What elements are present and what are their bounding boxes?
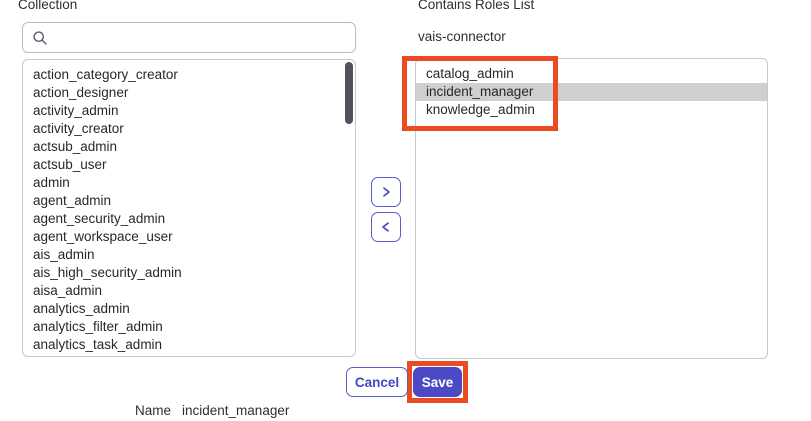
collection-search-box bbox=[22, 22, 356, 53]
collection-role-item[interactable]: agent_security_admin bbox=[33, 210, 166, 226]
contained-role-item[interactable]: catalog_admin bbox=[426, 66, 514, 81]
name-label: Name bbox=[135, 403, 172, 418]
chevron-right-icon bbox=[383, 187, 390, 197]
collection-role-item[interactable]: activity_creator bbox=[33, 120, 124, 136]
group-name-text: vais-connector bbox=[418, 29, 506, 44]
collection-search-input[interactable] bbox=[48, 23, 355, 52]
collection-role-item[interactable]: actsub_admin bbox=[33, 138, 118, 154]
move-left-button[interactable] bbox=[371, 212, 401, 242]
collection-role-item[interactable]: analytics_viewer bbox=[23, 354, 355, 357]
collection-role-item[interactable]: ais_admin bbox=[33, 246, 95, 262]
contained-role-item[interactable]: incident_manager bbox=[416, 83, 767, 101]
contained-role-item[interactable]: knowledge_admin bbox=[426, 102, 535, 117]
save-button[interactable]: Save bbox=[413, 367, 462, 397]
collection-role-item[interactable]: action_category_creator bbox=[33, 66, 178, 82]
collection-role-item[interactable]: analytics_admin bbox=[33, 300, 130, 316]
collection-role-item[interactable]: agent_admin bbox=[33, 192, 112, 208]
collection-role-item[interactable]: analytics_task_admin bbox=[33, 336, 163, 352]
contains-roles-label: Contains Roles List bbox=[418, 0, 535, 12]
collection-role-item[interactable]: activity_admin bbox=[33, 102, 119, 118]
search-icon bbox=[33, 30, 47, 45]
collection-role-item[interactable]: actsub_user bbox=[33, 156, 107, 172]
collection-role-item[interactable]: analytics_filter_admin bbox=[33, 318, 163, 334]
collection-role-item[interactable]: action_designer bbox=[33, 84, 129, 100]
cancel-button[interactable]: Cancel bbox=[346, 367, 408, 397]
move-right-button[interactable] bbox=[371, 177, 401, 207]
collection-role-item[interactable]: ais_high_security_admin bbox=[33, 264, 182, 280]
collection-list-scrollbar[interactable] bbox=[345, 62, 353, 124]
collection-role-item[interactable]: aisa_admin bbox=[33, 282, 103, 298]
collection-label: Collection bbox=[18, 0, 78, 12]
name-row: Name incident_manager bbox=[135, 403, 289, 419]
collection-role-item[interactable]: admin bbox=[33, 174, 70, 190]
name-value: incident_manager bbox=[182, 403, 290, 418]
chevron-left-icon bbox=[382, 222, 389, 232]
collection-role-item[interactable]: agent_workspace_user bbox=[33, 228, 173, 244]
